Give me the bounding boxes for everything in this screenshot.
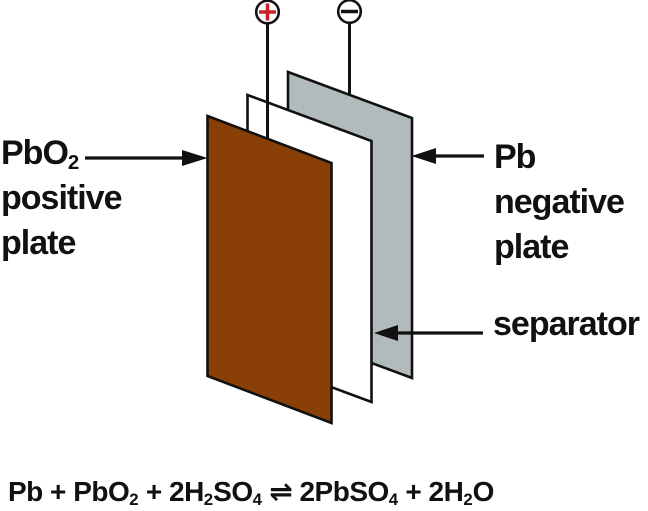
negative-plate-label: Pb negative plate xyxy=(494,135,625,270)
positive-plate-formula: PbO2 xyxy=(1,134,80,174)
negative-plate-word2: plate xyxy=(494,228,569,266)
equilibrium-arrows-icon: ⇌ 2PbSO xyxy=(261,476,389,507)
positive-terminal-icon xyxy=(254,0,281,25)
negative-terminal-icon xyxy=(336,0,363,25)
positive-plate-label: PbO2 positive plate xyxy=(1,131,122,266)
separator-arrow xyxy=(374,325,483,341)
positive-plate xyxy=(206,114,333,425)
separator-label: separator xyxy=(493,305,640,343)
reaction-equation: Pb + PbO2 + 2H2SO4 ⇌ 2PbSO4 + 2H2O xyxy=(8,476,494,510)
arrowhead-right xyxy=(182,150,208,166)
negative-plate-formula: Pb xyxy=(494,138,536,176)
positive-plate-arrow xyxy=(85,150,208,166)
negative-plate-word1: negative xyxy=(494,183,625,221)
arrowhead-left xyxy=(374,325,398,341)
positive-plate-word2: plate xyxy=(1,224,76,262)
positive-plate-word1: positive xyxy=(1,179,122,217)
negative-plate-arrow xyxy=(411,148,484,164)
arrowhead-left xyxy=(411,148,436,164)
